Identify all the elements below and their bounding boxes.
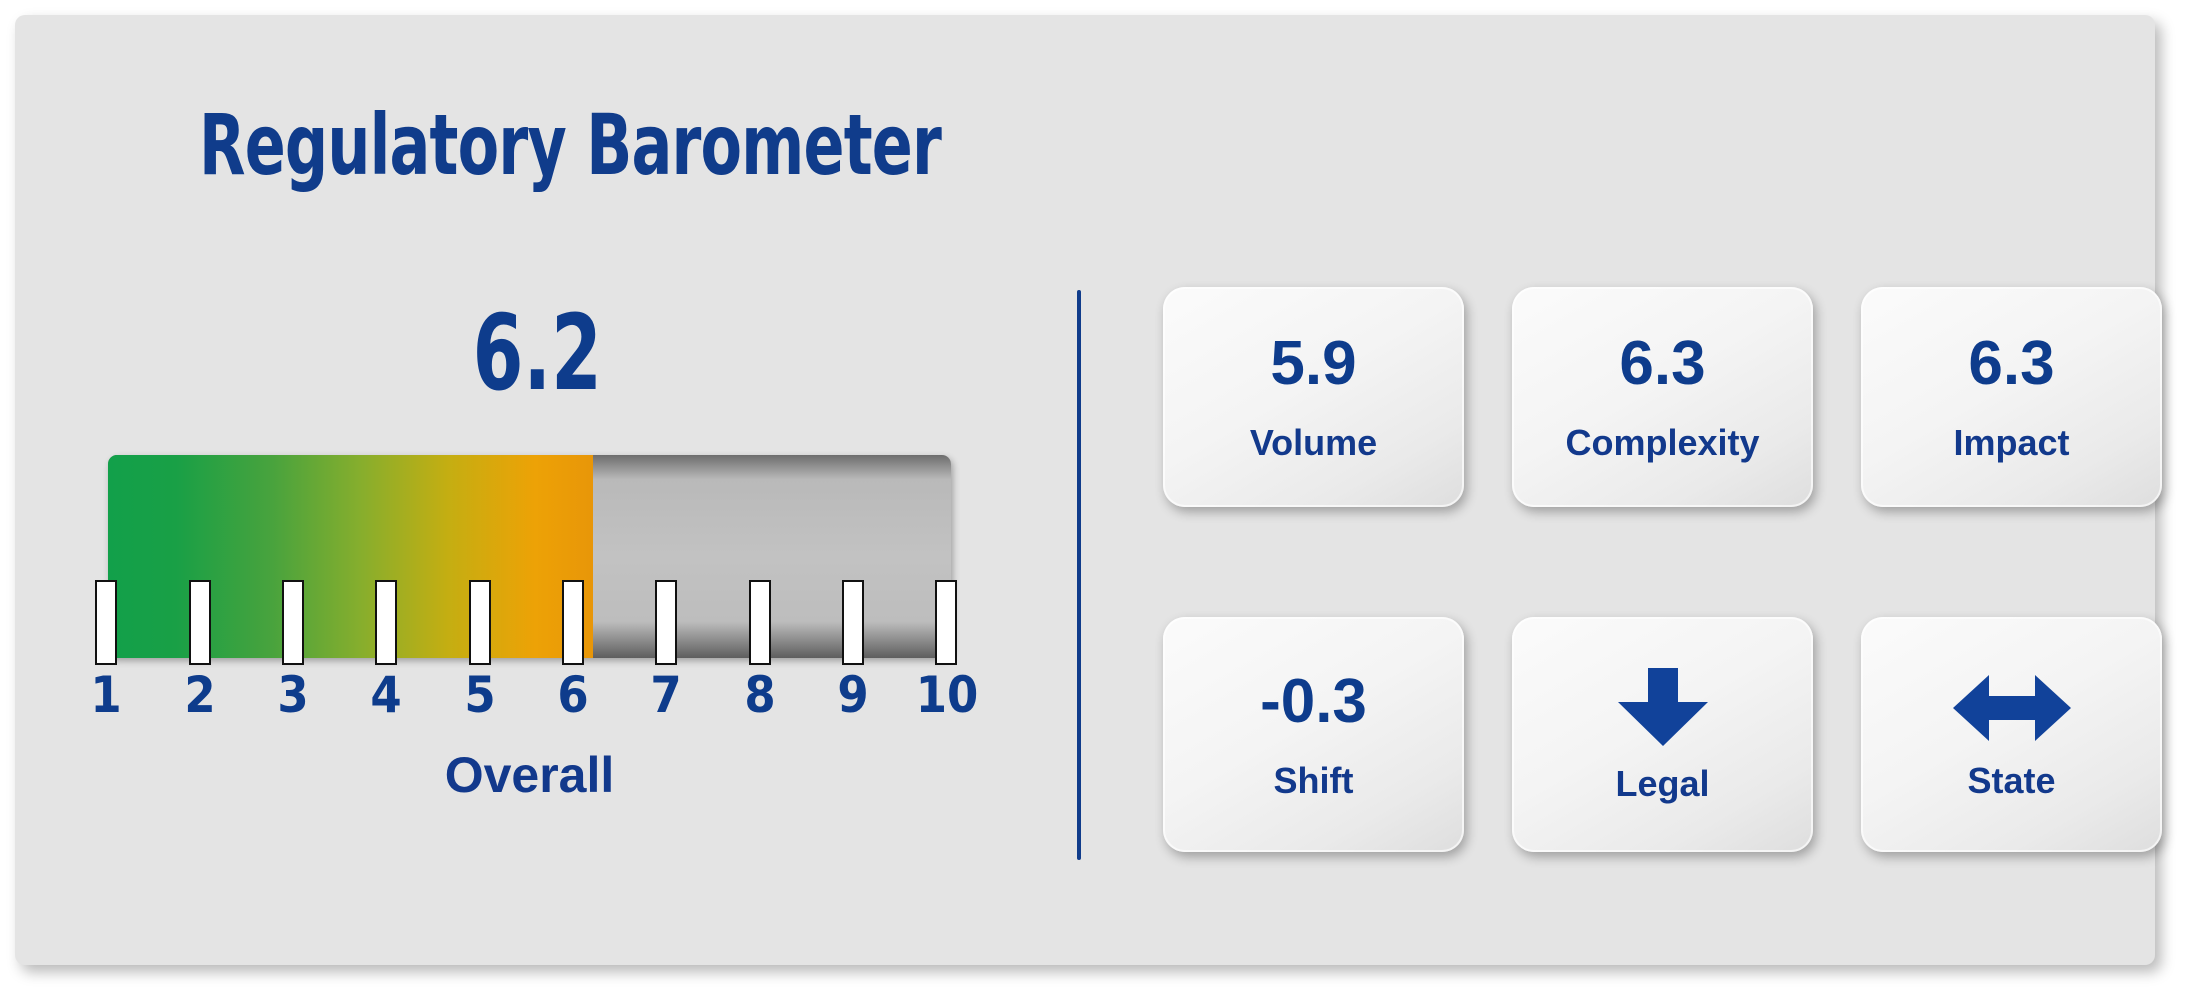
- metric-card-impact[interactable]: 6.3 Impact: [1861, 287, 2162, 507]
- metric-card-volume[interactable]: 5.9 Volume: [1163, 287, 1464, 507]
- gauge-tick: [95, 580, 117, 665]
- gauge-tick: [935, 580, 957, 665]
- metric-card-shift[interactable]: -0.3 Shift: [1163, 617, 1464, 852]
- gauge-fill: [108, 455, 593, 658]
- gauge-tick-label: 4: [370, 666, 402, 724]
- metric-label: Shift: [1273, 759, 1354, 801]
- gauge-tick: [562, 580, 584, 665]
- gauge-tick-label: 8: [744, 666, 776, 724]
- gauge-tick: [469, 580, 491, 665]
- metric-card-state[interactable]: State: [1861, 617, 2162, 852]
- barometer-panel: Regulatory Barometer 6.2 1 2 3 4 5 6 7 8…: [15, 15, 2162, 965]
- gauge-tick-label: 5: [464, 666, 496, 724]
- page-title: Regulatory Barometer: [198, 96, 942, 194]
- metric-value: 5.9: [1270, 329, 1357, 398]
- metric-value: 6.3: [1619, 329, 1706, 398]
- gauge-tick-label: 7: [650, 666, 682, 724]
- gauge-tick: [189, 580, 211, 665]
- gauge-tick-label: 1: [90, 666, 122, 724]
- arrow-left-right-icon: [1952, 671, 2071, 745]
- gauge-track: [108, 455, 951, 658]
- gauge-caption: Overall: [444, 747, 615, 803]
- metric-label: Legal: [1615, 762, 1710, 804]
- overall-gauge: 6.2 1 2 3 4 5 6 7 8 9 10 Overall: [15, 15, 1055, 965]
- metric-card-row-top: 5.9 Volume 6.3 Complexity 6.3 Impact: [1163, 287, 2163, 507]
- metric-label: Complexity: [1565, 422, 1760, 463]
- gauge-tick-label: 9: [837, 666, 869, 724]
- metric-value: 6.3: [1968, 329, 2055, 398]
- gauge-tick-label: 6: [557, 666, 589, 724]
- metric-card-complexity[interactable]: 6.3 Complexity: [1512, 287, 1813, 507]
- metric-card-grid: 5.9 Volume 6.3 Complexity 6.3 Impact -0.…: [1163, 287, 2163, 877]
- gauge-tick-label: 3: [277, 666, 309, 724]
- gauge-tick: [655, 580, 677, 665]
- arrow-down-icon: [1613, 667, 1713, 748]
- gauge-tick-label: 2: [184, 666, 216, 724]
- gauge-tick: [282, 580, 304, 665]
- metric-label: State: [1967, 759, 2056, 801]
- gauge-tick: [842, 580, 864, 665]
- gauge-tick: [749, 580, 771, 665]
- metric-card-row-bottom: -0.3 Shift Legal State: [1163, 617, 2163, 852]
- metric-value: -0.3: [1260, 666, 1367, 736]
- section-divider: [1077, 290, 1081, 860]
- metric-card-legal[interactable]: Legal: [1512, 617, 1813, 852]
- gauge-tick: [375, 580, 397, 665]
- gauge-value-label: 6.2: [472, 292, 602, 414]
- metric-label: Impact: [1953, 422, 2070, 463]
- metric-label: Volume: [1249, 422, 1378, 463]
- gauge-tick-label: 10: [915, 666, 979, 724]
